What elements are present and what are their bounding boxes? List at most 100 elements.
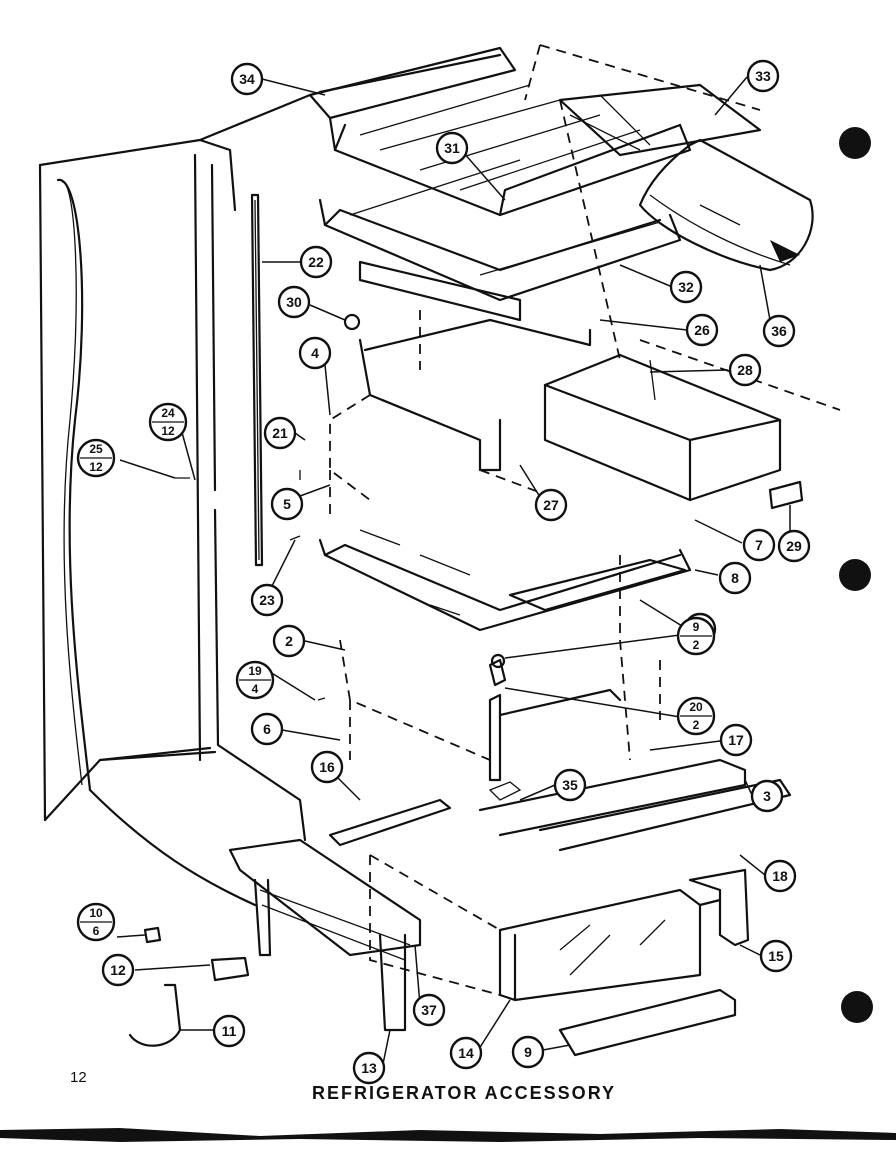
callout-18: 18 xyxy=(763,859,797,893)
meat-drawer xyxy=(339,639,631,782)
callout-27: 27 xyxy=(534,488,568,522)
callout-37: 37 xyxy=(412,993,446,1027)
callout-25-12-bottom: 12 xyxy=(89,460,103,474)
callout-15: 15 xyxy=(759,939,793,973)
callout-7: 7 xyxy=(742,528,776,562)
callout-37-label: 37 xyxy=(421,1002,437,1018)
callout-5: 5 xyxy=(270,487,304,521)
callout-9-2-bottom: 2 xyxy=(693,638,700,652)
callout-35-label: 35 xyxy=(562,777,578,793)
callout-4: 4 xyxy=(298,336,332,370)
callout-20-2: 202 xyxy=(676,696,716,736)
callout-20-2-bottom: 2 xyxy=(693,718,700,732)
callout-33-label: 33 xyxy=(755,68,771,84)
page-number: 12 xyxy=(70,1069,87,1086)
callout-22-label: 22 xyxy=(308,254,324,270)
lower-shelf xyxy=(318,470,692,720)
callout-9-2: 92 xyxy=(676,616,716,656)
callout-18-label: 18 xyxy=(772,868,788,884)
callout-24-12-top: 24 xyxy=(161,406,175,420)
callout-5-label: 5 xyxy=(283,496,291,512)
callout-17-label: 17 xyxy=(728,732,744,748)
callout-34: 34 xyxy=(230,62,264,96)
callout-19-4-top: 19 xyxy=(248,664,262,678)
callout-28: 28 xyxy=(728,353,762,387)
callout-32-label: 32 xyxy=(678,279,694,295)
storage-bin xyxy=(543,353,782,502)
top-shelf-assembly xyxy=(308,46,692,302)
crisper-cover xyxy=(638,138,814,272)
callout-6: 6 xyxy=(250,712,284,746)
callout-16: 16 xyxy=(310,750,344,784)
callout-10-6: 106 xyxy=(76,902,116,942)
callout-16-label: 16 xyxy=(319,759,335,775)
callout-13-label: 13 xyxy=(361,1060,377,1076)
callout-24-12-bottom: 12 xyxy=(161,424,175,438)
callout-4-label: 4 xyxy=(311,345,319,361)
callout-26: 26 xyxy=(685,313,719,347)
callout-29: 29 xyxy=(777,529,811,563)
middle-shelf xyxy=(329,260,592,501)
callout-30: 30 xyxy=(277,285,311,319)
crisper-shelf xyxy=(478,758,792,852)
callout-20-2-top: 20 xyxy=(689,700,703,714)
callout-13: 13 xyxy=(352,1051,386,1085)
callout-3: 3 xyxy=(750,779,784,813)
callout-9-2-top: 9 xyxy=(693,620,700,634)
callout-28-label: 28 xyxy=(737,362,753,378)
callout-19-4: 194 xyxy=(235,660,275,700)
callout-10-6-bottom: 6 xyxy=(93,924,100,938)
callout-36-label: 36 xyxy=(771,323,787,339)
callout-19-4-bottom: 4 xyxy=(252,682,259,696)
callout-36: 36 xyxy=(762,314,796,348)
callout-17: 17 xyxy=(719,723,753,757)
callout-9-label: 9 xyxy=(524,1044,532,1060)
callout-11-label: 11 xyxy=(222,1023,237,1039)
shelf-trim-29 xyxy=(768,480,804,510)
callout-3-label: 3 xyxy=(763,788,771,804)
diagram-title: REFRIGERATOR ACCESSORY xyxy=(312,1083,617,1103)
glass-shelf xyxy=(524,44,841,411)
callout-34-label: 34 xyxy=(239,71,255,87)
callout-12: 12 xyxy=(101,953,135,987)
callout-6-label: 6 xyxy=(263,721,271,737)
callout-12-label: 12 xyxy=(110,962,126,978)
callout-21-label: 21 xyxy=(272,425,288,441)
gasket-strip xyxy=(250,193,264,567)
drawer-rail-left xyxy=(228,838,422,1032)
callout-10-6-top: 10 xyxy=(89,906,103,920)
crisper-drawer xyxy=(369,854,722,1002)
callout-21: 21 xyxy=(263,416,297,450)
callout-35: 35 xyxy=(553,768,587,802)
callout-leaders xyxy=(116,76,791,1065)
callout-8-label: 8 xyxy=(731,570,739,586)
callout-30-label: 30 xyxy=(286,294,302,310)
callout-11: 11 xyxy=(212,1014,246,1048)
callout-2-label: 2 xyxy=(285,633,293,649)
front-trim-9 xyxy=(558,988,737,1057)
binder-hole-top xyxy=(839,127,871,159)
callout-23-label: 23 xyxy=(259,592,275,608)
callout-2: 2 xyxy=(272,624,306,658)
callout-32: 32 xyxy=(669,270,703,304)
callout-22: 22 xyxy=(299,245,333,279)
callout-31: 31 xyxy=(435,131,469,165)
callout-8: 8 xyxy=(718,561,752,595)
divider-bar-16 xyxy=(328,798,452,847)
callout-23: 23 xyxy=(250,583,284,617)
callout-27-label: 27 xyxy=(543,497,559,513)
small-parts xyxy=(128,313,506,1047)
scan-edge-band xyxy=(0,1128,896,1142)
cabinet-liner xyxy=(38,53,502,907)
binder-hole-middle xyxy=(839,559,871,591)
callout-31-label: 31 xyxy=(444,140,460,156)
callout-9: 9 xyxy=(511,1035,545,1069)
callout-25-12-top: 25 xyxy=(89,442,103,456)
drawer-rail-right xyxy=(688,868,750,947)
callout-7-label: 7 xyxy=(755,537,763,553)
callout-29-label: 29 xyxy=(786,538,802,554)
callout-14-label: 14 xyxy=(458,1045,474,1061)
